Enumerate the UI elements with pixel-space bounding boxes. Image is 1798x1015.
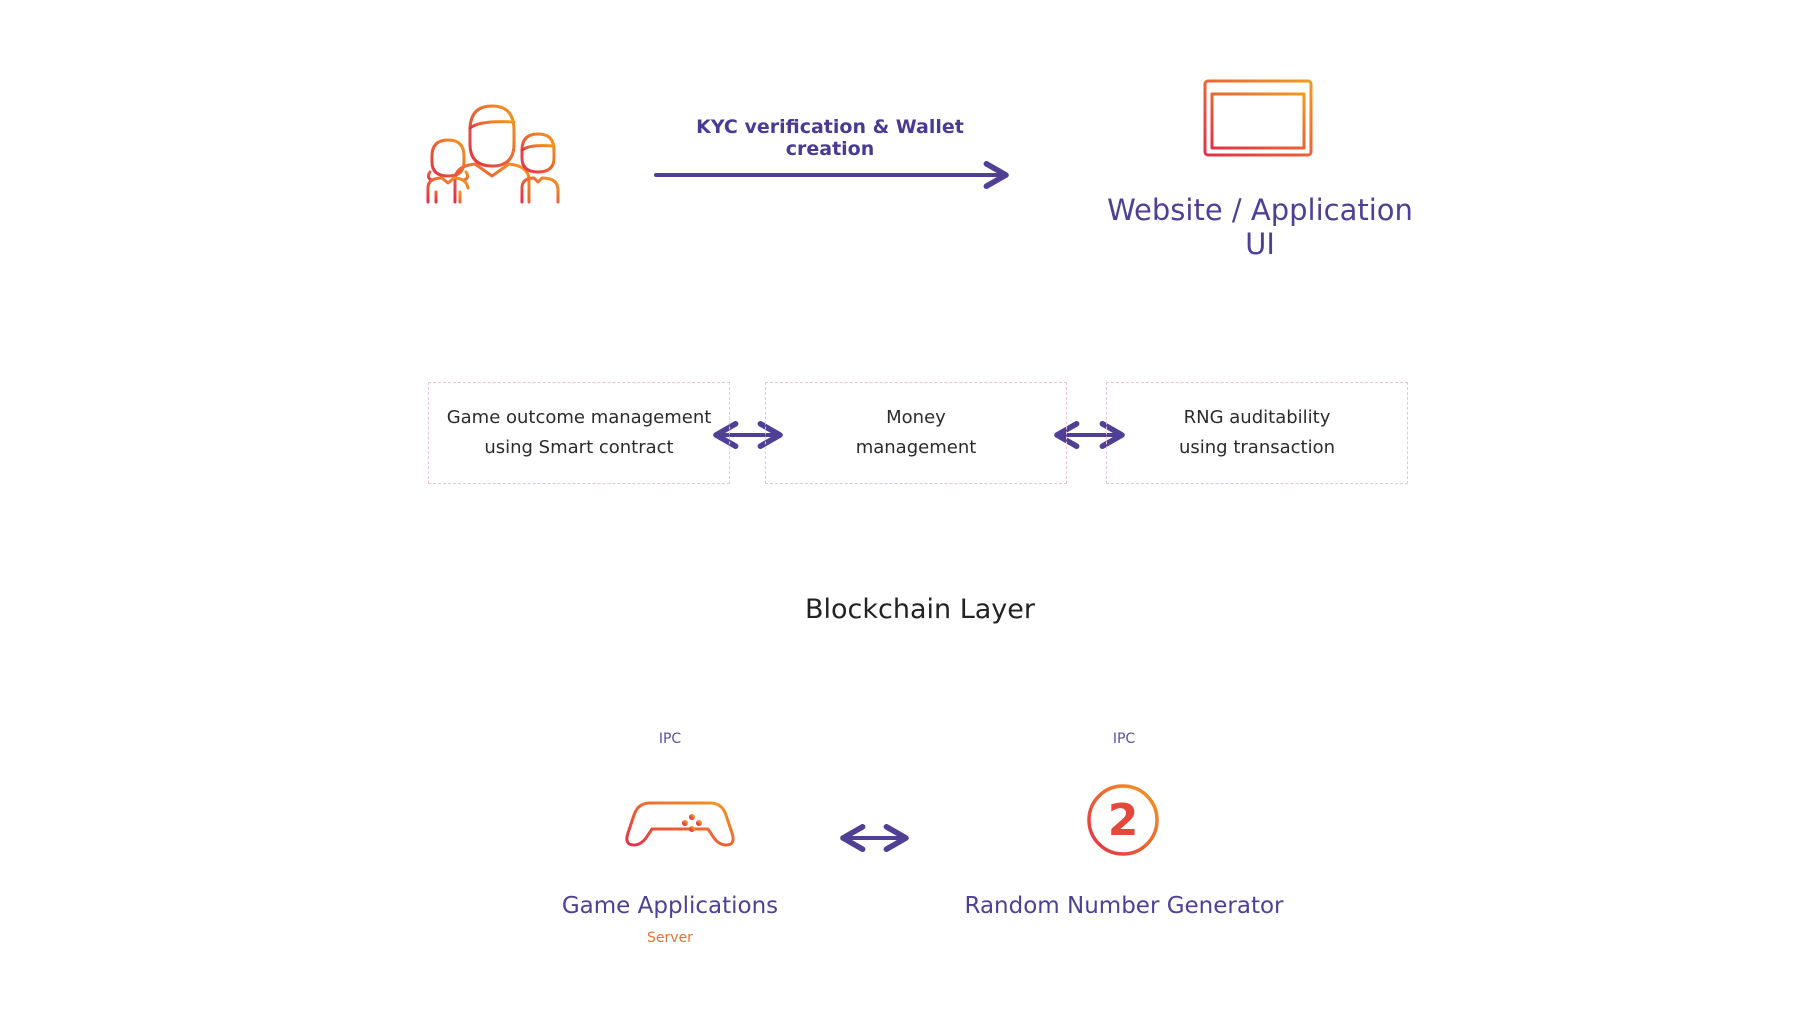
box-line: Game outcome management [446,407,712,428]
box-line: management [855,437,977,458]
ipc-label-rng: IPC [1112,731,1136,747]
users-group-icon [426,104,560,204]
website-application-ui-label: Website / Application UI [1107,193,1413,261]
random-number-generator-label: Random Number Generator [964,893,1284,919]
gamepad-icon [625,801,735,847]
desktop-monitor-icon [1203,79,1313,172]
box-line: Money [886,407,946,428]
box-rng-auditability: RNG auditability using transaction [1106,382,1408,484]
box-line: RNG auditability [1183,407,1331,428]
ipc-label-game: IPC [658,731,682,747]
game-applications-label: Game Applications [561,893,779,919]
blockchain-layer-label: Blockchain Layer [804,594,1035,625]
box-game-outcome: Game outcome management using Smart cont… [428,382,730,484]
box-line: using transaction [1178,437,1336,458]
box-money-management: Money management [765,382,1067,484]
server-label: Server [647,930,693,946]
number-two-circle-icon [1087,784,1159,856]
rng-digit: 2 [1107,794,1139,846]
box-line: using Smart contract [484,437,674,458]
kyc-arrow-label: KYC verification & Wallet creation [696,116,964,160]
